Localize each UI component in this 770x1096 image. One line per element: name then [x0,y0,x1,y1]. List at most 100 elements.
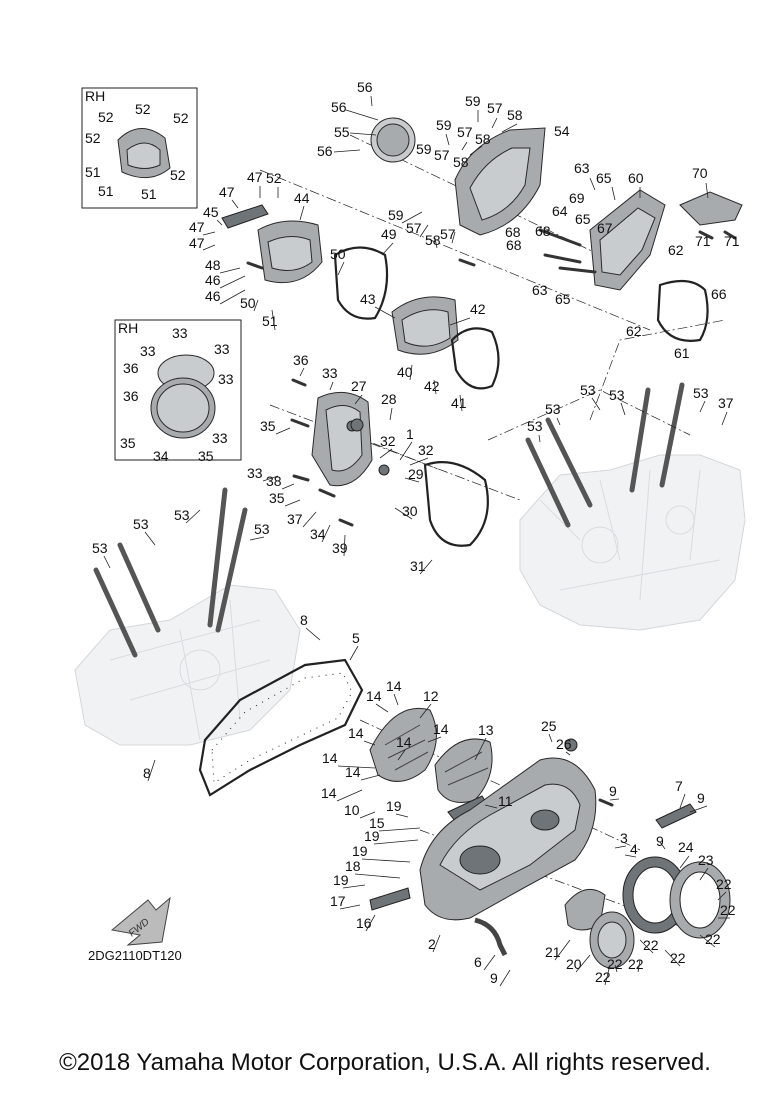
callout: 33 [214,341,230,357]
callout: 34 [153,448,169,464]
callout: 67 [597,220,613,236]
callout: 36 [123,360,139,376]
callout: 53 [133,516,149,532]
callout: 59 [388,207,404,223]
inset-title: RH [118,320,138,336]
forward-arrow: FWD [110,896,171,946]
callout: 46 [205,272,221,288]
callout: 51 [85,164,101,180]
callout: 22 [595,969,611,985]
bracket-60 [589,189,666,291]
callout: 28 [381,391,397,407]
callout: 15 [369,815,385,831]
callout: 22 [705,931,721,947]
callout: 42 [424,378,440,394]
callout: 2 [428,936,436,952]
callout: 33 [322,365,338,381]
callout: 38 [266,473,282,489]
callout: 26 [556,736,572,752]
copyright-notice: ©2018 Yamaha Motor Corporation, U.S.A. A… [59,1049,711,1076]
inset-rh-upper: RH [81,87,198,209]
callout: 61 [674,345,690,361]
cover-27 [311,391,373,487]
exploded-parts-diagram: RH RH [74,79,746,987]
callout: 64 [552,203,568,219]
callout: 33 [172,325,188,341]
callout: 4 [630,841,638,857]
callout: 56 [317,143,333,159]
inset-title: RH [85,88,105,104]
callout: 63 [574,160,590,176]
callout: 57 [406,220,422,236]
callout: 11 [498,793,513,809]
callout: 8 [300,612,308,628]
gasket-41 [450,327,500,390]
callout: 32 [380,433,396,449]
fan-13 [434,738,493,803]
callout: 22 [643,937,659,953]
cylinder-studs [93,382,685,658]
callout: 14 [433,721,449,737]
callout: 53 [254,521,270,537]
callout: 43 [360,291,376,307]
callout: 33 [218,371,234,387]
callout: 35 [269,490,285,506]
cover-20 [589,911,635,969]
diagram-code: 2DG2110DT120 [88,948,182,963]
callout: 57 [440,226,456,242]
callout: 36 [123,388,139,404]
callout: 69 [569,190,585,206]
callout: 53 [545,401,561,417]
callout: 22 [607,956,623,972]
callout: 47 [247,169,263,185]
callout-labels: 56 56 55 56 59 57 58 59 57 58 54 59 57 5… [85,79,740,986]
callout: 51 [141,186,157,202]
callout: 9 [656,833,664,849]
callout: 50 [330,246,346,262]
callout: 56 [357,79,373,95]
callout: 18 [345,858,361,874]
callout: 50 [240,295,256,311]
callout: 71 [724,233,740,249]
bracket-70 [679,191,743,226]
callout: 45 [203,204,219,220]
callout: 55 [334,124,350,140]
callout: 65 [575,211,591,227]
callout: 68 [535,223,551,239]
callout: 47 [219,184,235,200]
callout: 52 [170,167,186,183]
callout: 9 [490,970,498,986]
callout: 48 [205,257,221,273]
callout: 70 [692,165,708,181]
cover-42 [391,296,459,355]
callout: 14 [345,764,361,780]
callout: 33 [140,343,156,359]
callout: 47 [189,235,205,251]
callout: 21 [545,944,561,960]
callout: 53 [527,418,543,434]
callout: 37 [287,511,303,527]
callout: 36 [293,352,309,368]
callout: 58 [507,107,523,123]
callout: 42 [470,301,486,317]
callout: 63 [532,282,548,298]
callout: 44 [294,190,310,206]
gasket-31 [423,461,489,547]
callout: 57 [457,124,473,140]
callout: 58 [475,131,491,147]
callout: 35 [120,435,136,451]
callout: 46 [205,288,221,304]
callout: 71 [695,233,711,249]
callout: 7 [675,778,683,794]
callout: 53 [609,387,625,403]
callout: 14 [386,678,402,694]
callout: 30 [402,503,418,519]
callout: 19 [352,843,368,859]
callout: 66 [711,286,727,302]
callout: 35 [260,418,276,434]
callout: 9 [609,783,617,799]
callout: 37 [718,395,734,411]
callout: 5 [352,630,360,646]
callout: 22 [628,956,644,972]
callout: 19 [364,828,380,844]
